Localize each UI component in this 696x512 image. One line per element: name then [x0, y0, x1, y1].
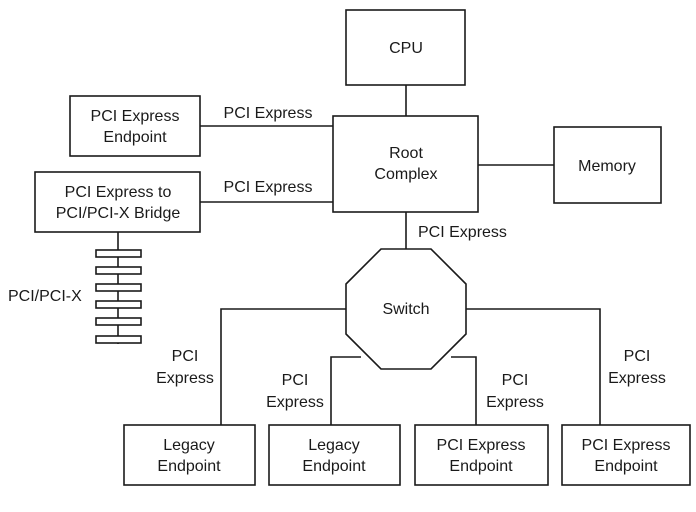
bus-slot	[95, 335, 142, 344]
switch-legacy2-link-label-line2: Express	[266, 394, 324, 411]
bridge-node: PCI Express to PCI/PCI-X Bridge	[34, 171, 201, 233]
bus-slot	[95, 317, 142, 326]
switch-endpoint4-link-label-line1: PCI	[624, 348, 651, 365]
bus-slot	[95, 249, 142, 258]
bus-slot	[95, 266, 142, 275]
bridge-label-line1: PCI Express to	[65, 184, 172, 201]
legacy-endpoint-2-node: Legacy Endpoint	[268, 424, 401, 486]
switch-endpoint3-link-label-line2: Express	[486, 394, 544, 411]
switch-legacy1-link-label-line1: PCI	[172, 348, 199, 365]
bus-slot	[95, 300, 142, 309]
pci-bus-slots	[95, 249, 142, 344]
endpoint-root-link-label: PCI Express	[224, 105, 313, 122]
pcie-endpoint-4-label-line2: Endpoint	[594, 458, 658, 475]
switch-label: Switch	[382, 301, 429, 318]
pcie-endpoint-node: PCI Express Endpoint	[69, 95, 201, 157]
root-complex-label-line2: Complex	[374, 166, 437, 183]
legacy-endpoint-1-label-line1: Legacy	[163, 437, 215, 454]
pci-bus-label: PCI/PCI-X	[8, 288, 82, 305]
memory-label: Memory	[578, 158, 636, 175]
pcie-endpoint-label-line2: Endpoint	[103, 129, 167, 146]
connections	[117, 85, 601, 425]
switch-endpoint3-link-label-line1: PCI	[502, 372, 529, 389]
switch-legacy1-link-label-line2: Express	[156, 370, 214, 387]
link-labels: PCI Express PCI Express PCI Express PCI …	[8, 105, 666, 411]
memory-node: Memory	[553, 126, 662, 204]
bridge-root-link-label: PCI Express	[224, 179, 313, 196]
legacy-endpoint-2-label-line2: Endpoint	[302, 458, 366, 475]
root-complex-node: Root Complex	[332, 115, 479, 213]
switch-endpoint4-link-label-line2: Express	[608, 370, 666, 387]
pcie-endpoint-3-node: PCI Express Endpoint	[414, 424, 549, 486]
pcie-endpoint-4-node: PCI Express Endpoint	[561, 424, 691, 486]
switch-legacy2-link	[330, 356, 361, 425]
legacy-endpoint-2-label-line1: Legacy	[308, 437, 360, 454]
bus-slot	[95, 283, 142, 292]
pcie-endpoint-label-line1: PCI Express	[91, 108, 180, 125]
pcie-endpoint-3-label-line2: Endpoint	[449, 458, 513, 475]
legacy-endpoint-1-node: Legacy Endpoint	[123, 424, 256, 486]
pcie-endpoint-4-label-line1: PCI Express	[582, 437, 671, 454]
root-complex-label-line1: Root	[389, 145, 423, 162]
switch-legacy1-link	[220, 308, 346, 425]
cpu-node: CPU	[345, 9, 466, 86]
root-switch-link-label: PCI Express	[418, 224, 507, 241]
bridge-label-line2: PCI/PCI-X Bridge	[56, 205, 181, 222]
cpu-label: CPU	[389, 40, 423, 57]
legacy-endpoint-1-label-line2: Endpoint	[157, 458, 221, 475]
pcie-endpoint-3-label-line1: PCI Express	[437, 437, 526, 454]
switch-legacy2-link-label-line1: PCI	[282, 372, 309, 389]
switch-node: Switch	[345, 248, 467, 370]
switch-endpoint3-link	[451, 356, 477, 425]
switch-endpoint4-link	[466, 308, 601, 425]
